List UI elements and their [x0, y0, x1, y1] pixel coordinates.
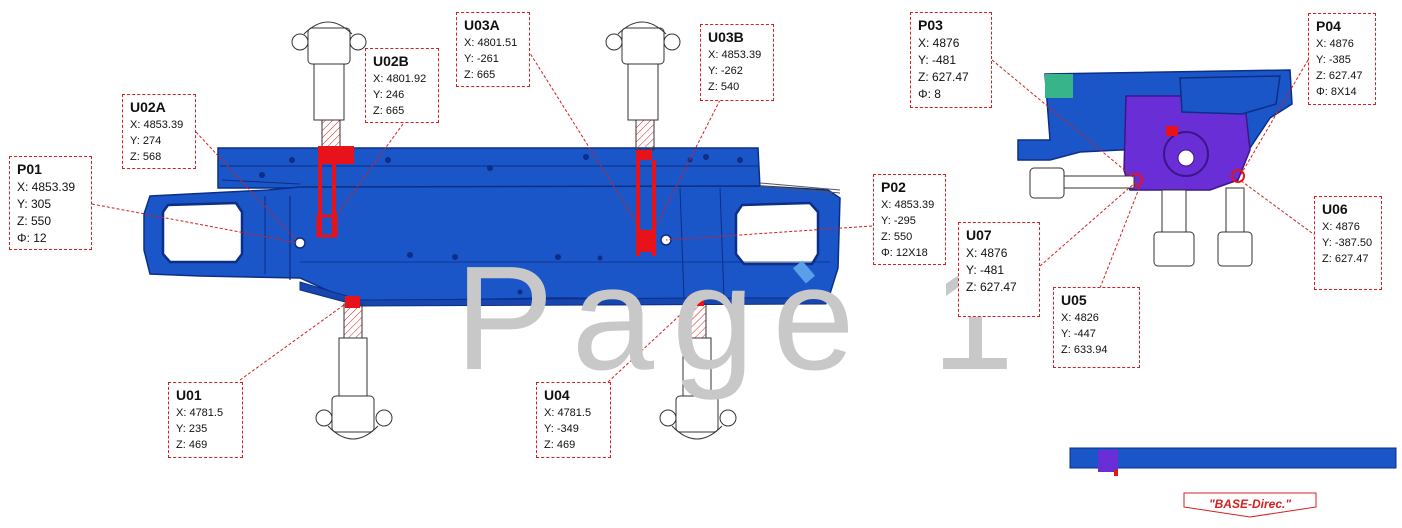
callout-U03A: U03A X: 4801.51 Y: -261 Z: 665: [456, 12, 530, 87]
callout-title: U01: [176, 387, 202, 403]
callout-y: Y: 246: [373, 89, 405, 101]
callout-title: U07: [966, 227, 992, 243]
callout-z: Z: 550: [881, 231, 913, 243]
callout-P01: P01 X: 4853.39 Y: 305 Z: 550 Φ: 12: [9, 156, 92, 250]
callout-z: Z: 469: [176, 439, 208, 451]
callout-y: Y: -262: [708, 65, 743, 77]
callout-x: X: 4853.39: [881, 199, 935, 211]
callout-diameter: Φ: 8: [918, 87, 941, 101]
callout-x: X: 4781.5: [544, 407, 592, 419]
callout-x: X: 4876: [966, 246, 1008, 260]
callout-U07: U07 X: 4876 Y: -481 Z: 627.47: [958, 222, 1040, 317]
callout-y: Y: 274: [130, 135, 162, 147]
callout-y: Y: 305: [17, 197, 52, 211]
callout-y: Y: -385: [1316, 54, 1351, 66]
callout-U06: U06 X: 4876 Y: -387.50 Z: 627.47: [1314, 196, 1382, 290]
callout-z: Z: 665: [373, 105, 405, 117]
callout-y: Y: -261: [464, 53, 499, 65]
callout-y: Y: -447: [1061, 328, 1096, 340]
callout-title: U06: [1322, 201, 1348, 217]
callout-z: Z: 627.47: [1322, 253, 1369, 265]
thumbnail-view: [1069, 447, 1397, 476]
callout-title: P01: [17, 161, 42, 177]
callout-U02A: U02A X: 4853.39 Y: 274 Z: 568: [122, 94, 196, 169]
callout-x: X: 4801.92: [373, 73, 427, 85]
callout-y: Y: -387.50: [1322, 237, 1373, 249]
leader-lines: [91, 49, 1317, 383]
callout-y: Y: -481: [918, 53, 957, 67]
callout-U02B: U02B X: 4801.92 Y: 246 Z: 665: [365, 48, 439, 123]
callout-title: P02: [881, 179, 906, 195]
base-direction-arrow: "BASE-Direc.": [1176, 491, 1324, 519]
callout-x: X: 4853.39: [17, 180, 76, 194]
callout-P04: P04 X: 4876 Y: -385 Z: 627.47 Φ: 8X14: [1308, 13, 1376, 105]
callout-title: U05: [1061, 292, 1087, 308]
detail-view: [1017, 69, 1293, 267]
callout-z: Z: 665: [464, 69, 496, 81]
callout-diameter: Φ: 12: [17, 231, 47, 245]
callout-z: Z: 627.47: [918, 70, 969, 84]
callout-y: Y: -349: [544, 423, 579, 435]
callout-x: X: 4876: [1316, 38, 1354, 50]
page-watermark: Page 1: [455, 236, 1033, 401]
callout-title: U03A: [464, 17, 500, 33]
callout-x: X: 4826: [1061, 312, 1099, 324]
callout-diameter: Φ: 8X14: [1316, 86, 1357, 98]
callout-z: Z: 568: [130, 151, 162, 163]
callout-diameter: Φ: 12X18: [881, 247, 928, 259]
locator-markers: [316, 146, 704, 308]
callout-title: P04: [1316, 18, 1341, 34]
callout-title: U02B: [373, 53, 409, 69]
clamp-assemblies: [291, 21, 737, 440]
callout-y: Y: -295: [881, 215, 916, 227]
arrow-icon: [1183, 492, 1317, 518]
callout-z: Z: 540: [708, 81, 740, 93]
callout-z: Z: 550: [17, 214, 52, 228]
callout-x: X: 4853.39: [708, 49, 762, 61]
callout-z: Z: 627.47: [966, 280, 1017, 294]
callout-title: U03B: [708, 29, 744, 45]
base-direction-label: "BASE-Direc.": [1208, 497, 1292, 511]
callout-U03B: U03B X: 4853.39 Y: -262 Z: 540: [700, 24, 774, 101]
callout-x: X: 4801.51: [464, 37, 518, 49]
callout-y: Y: -481: [966, 263, 1005, 277]
callout-x: X: 4876: [918, 36, 960, 50]
callout-x: X: 4781.5: [176, 407, 224, 419]
callout-title: P03: [918, 17, 943, 33]
callout-U05: U05 X: 4826 Y: -447 Z: 633.94: [1053, 287, 1140, 368]
callout-title: U04: [544, 387, 570, 403]
callout-P03: P03 X: 4876 Y: -481 Z: 627.47 Φ: 8: [910, 12, 992, 108]
callout-z: Z: 633.94: [1061, 344, 1108, 356]
callout-P02: P02 X: 4853.39 Y: -295 Z: 550 Φ: 12X18: [873, 174, 946, 265]
callout-x: X: 4853.39: [130, 119, 184, 131]
callout-z: Z: 627.47: [1316, 70, 1363, 82]
callout-z: Z: 469: [544, 439, 576, 451]
callout-U04: U04 X: 4781.5 Y: -349 Z: 469: [536, 382, 611, 458]
callout-U01: U01 X: 4781.5 Y: 235 Z: 469: [168, 382, 243, 458]
callout-y: Y: 235: [176, 423, 208, 435]
callout-x: X: 4876: [1322, 221, 1360, 233]
callout-title: U02A: [130, 99, 166, 115]
